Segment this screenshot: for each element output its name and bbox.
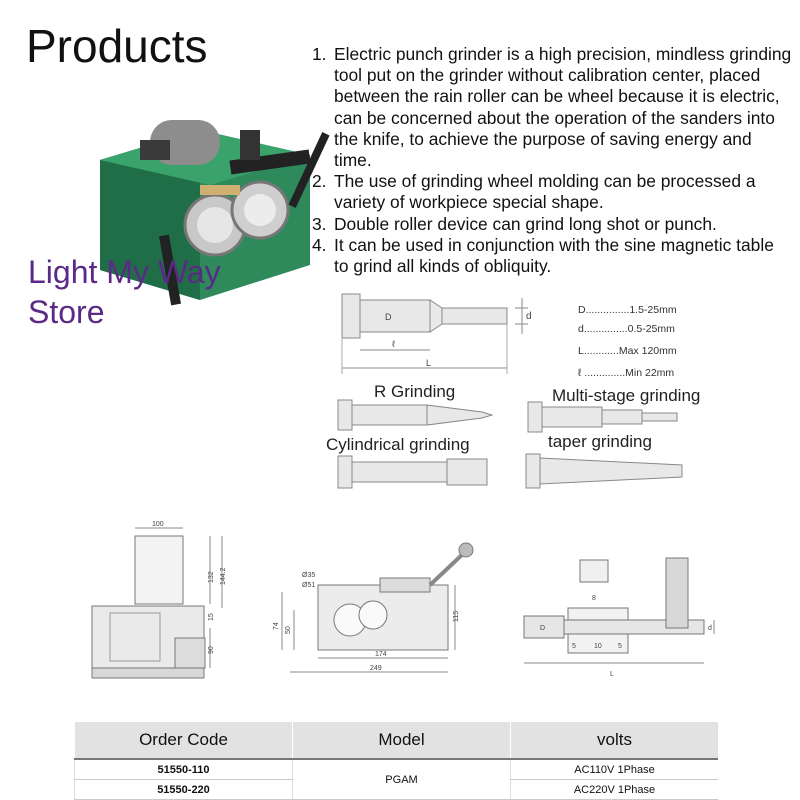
dim-15: 15 <box>208 613 215 621</box>
dim-132: 132 <box>208 571 215 583</box>
taper-shape <box>525 453 683 489</box>
multi-stage-label: Multi-stage grinding <box>552 386 701 405</box>
dim-l-label: ℓ <box>392 339 396 349</box>
table-row: 51550-110 PGAM AC110V 1Phase <box>74 758 718 800</box>
dim-d35: Ø35 <box>302 572 315 579</box>
spec-d: d...............0.5-25mm <box>578 323 675 335</box>
table-row: 51550-220 AC220V 1Phase <box>74 779 718 800</box>
spec-D: D...............1.5-25mm <box>578 304 677 316</box>
feature-item: 4.It can be used in conjunction with the… <box>312 234 774 277</box>
feature-item: 2.The use of grinding wheel molding can … <box>312 171 756 213</box>
header-volts: volts <box>510 722 718 759</box>
page-title: Products <box>26 20 208 72</box>
detail-D: D <box>540 625 545 632</box>
detail-10: 10 <box>594 643 602 650</box>
volts-cell: AC110V 1Phase <box>510 758 718 780</box>
front-view-drawing: 100 132 144.2 15 90 <box>91 521 227 679</box>
spec-l: ℓ ..............Min 22mm <box>578 367 675 379</box>
dim-144: 144.2 <box>220 567 227 585</box>
multi-stage-shape <box>527 401 678 433</box>
detail-8: 8 <box>592 595 596 602</box>
product-photo <box>100 120 330 306</box>
dim-90: 90 <box>208 646 215 654</box>
dim-174: 174 <box>375 651 387 658</box>
header-model: Model <box>292 722 511 759</box>
dim-74: 74 <box>273 622 280 630</box>
dim-115: 115 <box>453 611 460 622</box>
dim-d-label: d <box>526 311 532 322</box>
header-order-code: Order Code <box>74 722 293 759</box>
dim-L-label: L <box>426 358 431 368</box>
taper-label: taper grinding <box>548 432 652 451</box>
feature-item: 1.Electric punch grinder is a high preci… <box>312 44 792 171</box>
detail-view-drawing: D d L 5 10 5 8 <box>523 557 715 678</box>
feature-item: 3.Double roller device can grind long sh… <box>312 213 717 234</box>
order-code-cell: 51550-110 <box>74 758 293 780</box>
r-grinding-shape <box>337 399 494 431</box>
dim-249: 249 <box>370 665 382 672</box>
cylindrical-label: Cylindrical grinding <box>326 435 470 454</box>
feature-list: 1.Electric punch grinder is a high preci… <box>312 44 792 277</box>
dim-d51: Ø51 <box>302 582 315 589</box>
detail-5b: 5 <box>618 643 622 650</box>
order-code-cell: 51550-220 <box>74 779 293 800</box>
dim-100: 100 <box>152 521 164 528</box>
dim-D-label: D <box>385 312 392 322</box>
order-table: Order Code Model volts 51550-110 PGAM AC… <box>74 722 718 800</box>
r-grinding-label: R Grinding <box>374 382 456 401</box>
volts-cell: AC220V 1Phase <box>510 779 718 800</box>
detail-5a: 5 <box>572 643 576 650</box>
model-cell: PGAM <box>292 758 511 800</box>
dim-50: 50 <box>285 626 292 634</box>
watermark-text: Light My Way Store <box>28 254 221 330</box>
detail-L: L <box>610 671 614 678</box>
detail-d: d <box>708 625 712 632</box>
spec-L: L............Max 120mm <box>578 345 677 357</box>
punch-dimension-diagram: D d ℓ L <box>341 293 532 374</box>
cylindrical-shape <box>337 455 488 489</box>
side-view-drawing: Ø35 Ø51 115 74 50 174 249 <box>273 542 474 673</box>
